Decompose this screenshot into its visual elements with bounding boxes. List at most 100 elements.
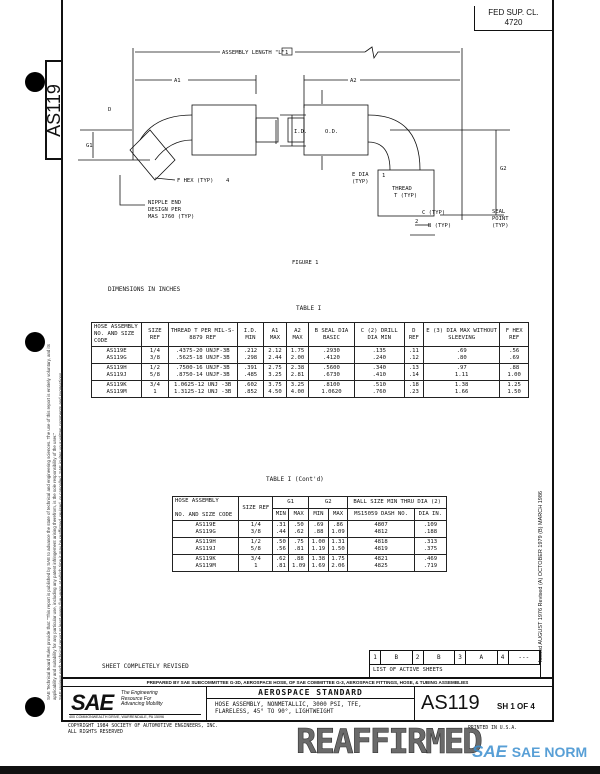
col-dia: DIA IN. — [413, 508, 448, 521]
title-block: AEROSPACE STANDARD HOSE ASSEMBLY, NONMET… — [207, 687, 414, 722]
table-cell: .2930.4120 — [308, 346, 355, 364]
cell-value: .8750-14 UNJF-3B — [175, 372, 230, 378]
cell-value: 5/8 — [149, 372, 160, 378]
cell-value: 3/8 — [149, 355, 160, 361]
g1-label: G1 — [86, 143, 93, 149]
title-line-1: HOSE ASSEMBLY, NONMETALLIC, 3000 PSI, TF… — [215, 702, 362, 708]
cell-value: AS119M — [106, 389, 127, 395]
table-cell: .7500-16 UNJF-3B.8750-14 UNJF-3B — [167, 363, 238, 381]
cell-value: .212 — [243, 348, 258, 354]
cell-value: 4812 — [374, 529, 388, 535]
cell-value: 1.00 — [311, 539, 326, 545]
header-text: NO. AND SIZE CODE — [175, 512, 233, 518]
table-1-header: F HEX REF — [499, 322, 529, 347]
cell-value: .69 — [313, 522, 324, 528]
table-1-header: C (2) DRILL DIA MIN — [353, 322, 405, 347]
sae-norm-watermark: SAE SAE NORM — [472, 742, 587, 762]
tagline-line: Resource For — [121, 695, 152, 702]
tagline-line: The Engineering — [121, 690, 158, 696]
table-1-header: A2 MAX — [285, 322, 310, 347]
nipple-line-2: DESIGN PER — [148, 207, 182, 213]
table-1-title: TABLE I — [296, 305, 322, 312]
col-ball: BALL SIZE MIN THRU DIA (2) — [347, 496, 447, 509]
cell-value: .88 — [509, 365, 520, 371]
note-e-flag: 1 — [382, 173, 385, 179]
f-hex-label: F HEX (TYP) — [177, 178, 213, 184]
seal-line-1: SEAL — [492, 209, 506, 215]
table-cell: .13.14 — [403, 363, 424, 381]
printed-in: PRINTED IN U.S.A. — [468, 726, 518, 731]
cell-value: 4821 — [374, 556, 388, 562]
watermark-logo: SAE — [472, 742, 507, 761]
sheet-number: SH 1 OF 4 — [497, 702, 535, 711]
cell-value: .109 — [423, 522, 438, 528]
cell-value: .50 — [275, 539, 286, 545]
cell-value: 1.75 — [290, 348, 305, 354]
cell-value: .12 — [408, 355, 419, 361]
active-sheets-label: LIST OF ACTIVE SHEETS — [373, 667, 443, 673]
assembly-length-label: ASSEMBLY LENGTH "L" — [222, 50, 285, 56]
cell-value: .75 — [293, 539, 304, 545]
od-label: O.D. — [325, 129, 338, 135]
table-1-header: D REF — [403, 322, 424, 347]
cell-value: AS119M — [195, 563, 216, 569]
cell-value: .5600 — [323, 365, 340, 371]
divider — [553, 440, 554, 670]
col-g1-min: MIN — [272, 508, 290, 521]
table-cell: .56.69 — [499, 346, 529, 364]
active-sheet-cell: A — [466, 651, 498, 664]
punch-hole — [25, 72, 45, 92]
note-1-flag: 1 — [285, 50, 288, 56]
table-cell: .4375-20 UNJF-3B.5625-18 UNJF-3B — [167, 346, 238, 364]
cell-value: AS119J — [195, 546, 216, 552]
fed-supply-class: FED SUP. CL. 4720 — [474, 6, 553, 31]
table-cell: .50.62 — [288, 520, 310, 538]
col-g1-max: MAX — [288, 508, 310, 521]
active-sheet-cell: 4 — [498, 651, 509, 664]
thread-typ: T (TYP) — [394, 193, 417, 199]
cell-value: 1 — [153, 389, 157, 395]
cell-value: .240 — [372, 355, 386, 361]
cell-value: .760 — [372, 389, 386, 395]
active-sheet-cell: 1 — [370, 651, 382, 664]
cell-value: 1.19 — [311, 546, 326, 552]
cell-value: AS119K — [106, 382, 127, 388]
cell-value: .88 — [293, 556, 304, 562]
cell-value: .375 — [423, 546, 438, 552]
cell-value: 4807 — [374, 522, 388, 528]
cell-value: 3.75 — [268, 382, 282, 388]
cell-value: 2.12 — [268, 348, 282, 354]
cell-value: .81 — [293, 546, 304, 552]
cell-value: .2930 — [323, 348, 340, 354]
revision-history: Issued AUGUST 1976 Revised (A) OCTOBER 1… — [538, 491, 544, 662]
cell-value: .8100 — [323, 382, 340, 388]
cell-value: 1.00 — [507, 372, 521, 378]
scan-edge — [0, 766, 600, 774]
punch-hole — [25, 697, 45, 717]
cell-value: 1.50 — [331, 546, 345, 552]
cell-value: .62 — [275, 556, 286, 562]
cell-value: .11 — [408, 348, 419, 354]
cell-value: 1.11 — [454, 372, 469, 378]
cell-value: AS119E — [195, 522, 216, 528]
cell-value: .852 — [243, 389, 258, 395]
cell-value: .80 — [456, 355, 467, 361]
cell-value: AS119E — [106, 348, 127, 354]
cell-value: 1/4 — [149, 348, 160, 354]
tagline-line: Advancing Mobility — [121, 701, 163, 707]
table-cell: .469.719 — [413, 554, 448, 572]
